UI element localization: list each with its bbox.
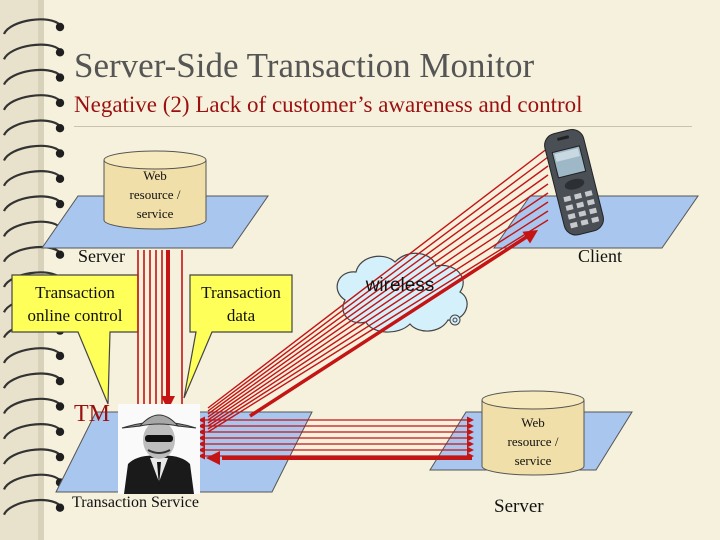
spiral-ring	[2, 347, 61, 364]
client-flow-line	[207, 174, 549, 418]
mobile-phone-icon	[544, 128, 604, 236]
spiral-hole	[55, 199, 65, 209]
callout-line: Transaction	[35, 283, 115, 302]
spiral-hole	[55, 351, 65, 361]
client-flow-line	[207, 156, 549, 412]
transaction-service-label: Transaction Service	[72, 494, 199, 511]
cylinder-line: Web	[521, 415, 545, 430]
server-flow-arrowhead	[161, 396, 175, 410]
client-flow-line	[207, 147, 549, 409]
server-bottom-arrowhead-right	[467, 446, 474, 454]
spiral-hole	[55, 427, 65, 436]
client-flow-main	[249, 234, 529, 418]
spiral-hole	[55, 250, 65, 259]
server-bottom-arrowhead-right	[467, 434, 474, 442]
spiral-hole	[55, 22, 65, 32]
wireless-label: wireless	[365, 275, 435, 296]
spiral-ring	[2, 372, 61, 389]
callout-transaction-data	[183, 274, 293, 399]
server-bottom-arrowhead-left	[198, 452, 205, 460]
server-bottom-arrowhead-right	[467, 422, 474, 430]
spiral-ring	[2, 498, 61, 516]
spiral-ring	[2, 18, 61, 35]
server-bottom-arrowhead-right	[467, 416, 474, 424]
spiral-hole	[55, 503, 65, 512]
server-bottom-arrowhead-left	[198, 416, 205, 424]
client-flow-line	[207, 219, 549, 433]
server-label-top: Server	[78, 246, 125, 266]
spiral-hole	[55, 452, 65, 462]
slide-title: Server-Side Transaction Monitor	[74, 46, 535, 85]
spiral-ring	[2, 119, 61, 136]
cylinder-line: service	[514, 453, 552, 468]
server-bottom-arrowhead-left	[198, 434, 205, 442]
callout-transaction-data-text: Transaction data	[190, 281, 292, 327]
spiral-ring	[2, 220, 61, 238]
spiral-ring	[2, 195, 61, 212]
client-flow-line	[207, 192, 549, 424]
spiral-hole	[55, 48, 65, 57]
server-bottom-arrowhead-right	[467, 440, 474, 448]
spy-agent-icon	[118, 404, 200, 494]
spiral-hole	[55, 149, 65, 158]
client-flow-line	[207, 201, 549, 427]
spiral-hole	[55, 73, 65, 82]
spiral-ring	[2, 170, 61, 187]
client-flow-line	[207, 165, 549, 415]
callout-line: Transaction	[201, 283, 281, 302]
client-flow-line	[207, 210, 549, 430]
spiral-ring	[2, 397, 61, 415]
server-bottom-main-arrowhead	[206, 451, 220, 465]
spiral-hole	[55, 174, 65, 183]
spiral-ring	[2, 43, 61, 60]
server-bottom-arrowhead-left	[198, 428, 205, 436]
client-flow-line	[207, 183, 549, 421]
server-label-bottom: Server	[494, 496, 544, 517]
callout-online-control-text: Transaction online control	[12, 281, 138, 327]
spiral-hole	[55, 377, 65, 386]
spiral-hole	[55, 98, 65, 108]
tm-label: TM	[74, 401, 110, 427]
callout-line: data	[226, 306, 256, 325]
server-bottom-arrowhead-left	[198, 440, 205, 448]
spiral-ring	[2, 473, 61, 491]
server-bottom-arrowhead-left	[198, 422, 205, 430]
web-resource-cylinder-top	[103, 150, 207, 230]
web-resource-label-bottom: Web resource / service	[482, 413, 584, 470]
server-bottom-arrowhead-left	[198, 446, 205, 454]
spiral-ring	[2, 245, 61, 263]
cloud-puff-tiny	[452, 317, 458, 323]
web-resource-label-top: Web resource / service	[104, 166, 206, 223]
server-bottom-arrowhead-right	[467, 428, 474, 436]
cylinder-line: service	[136, 206, 174, 221]
cylinder-line: resource /	[507, 434, 559, 449]
client-label: Client	[578, 246, 622, 266]
wireless-cloud-icon	[336, 252, 468, 333]
cylinder-line: Web	[143, 168, 167, 183]
slide-subtitle: Negative (2) Lack of customer’s awarenes…	[74, 92, 583, 117]
spiral-ring	[2, 144, 61, 162]
spiral-hole	[55, 402, 65, 411]
spiral-ring	[2, 94, 61, 111]
title-divider	[74, 126, 692, 127]
web-resource-cylinder-bottom	[481, 390, 585, 476]
client-flow-arrowhead	[522, 230, 538, 244]
spiral-ring	[2, 423, 61, 440]
spiral-ring	[2, 448, 61, 465]
callout-line: online control	[27, 306, 123, 325]
spiral-binding-icon	[0, 0, 65, 540]
spiral-ring	[2, 68, 61, 86]
cylinder-line: resource /	[129, 187, 181, 202]
spiral-hole	[55, 124, 65, 133]
